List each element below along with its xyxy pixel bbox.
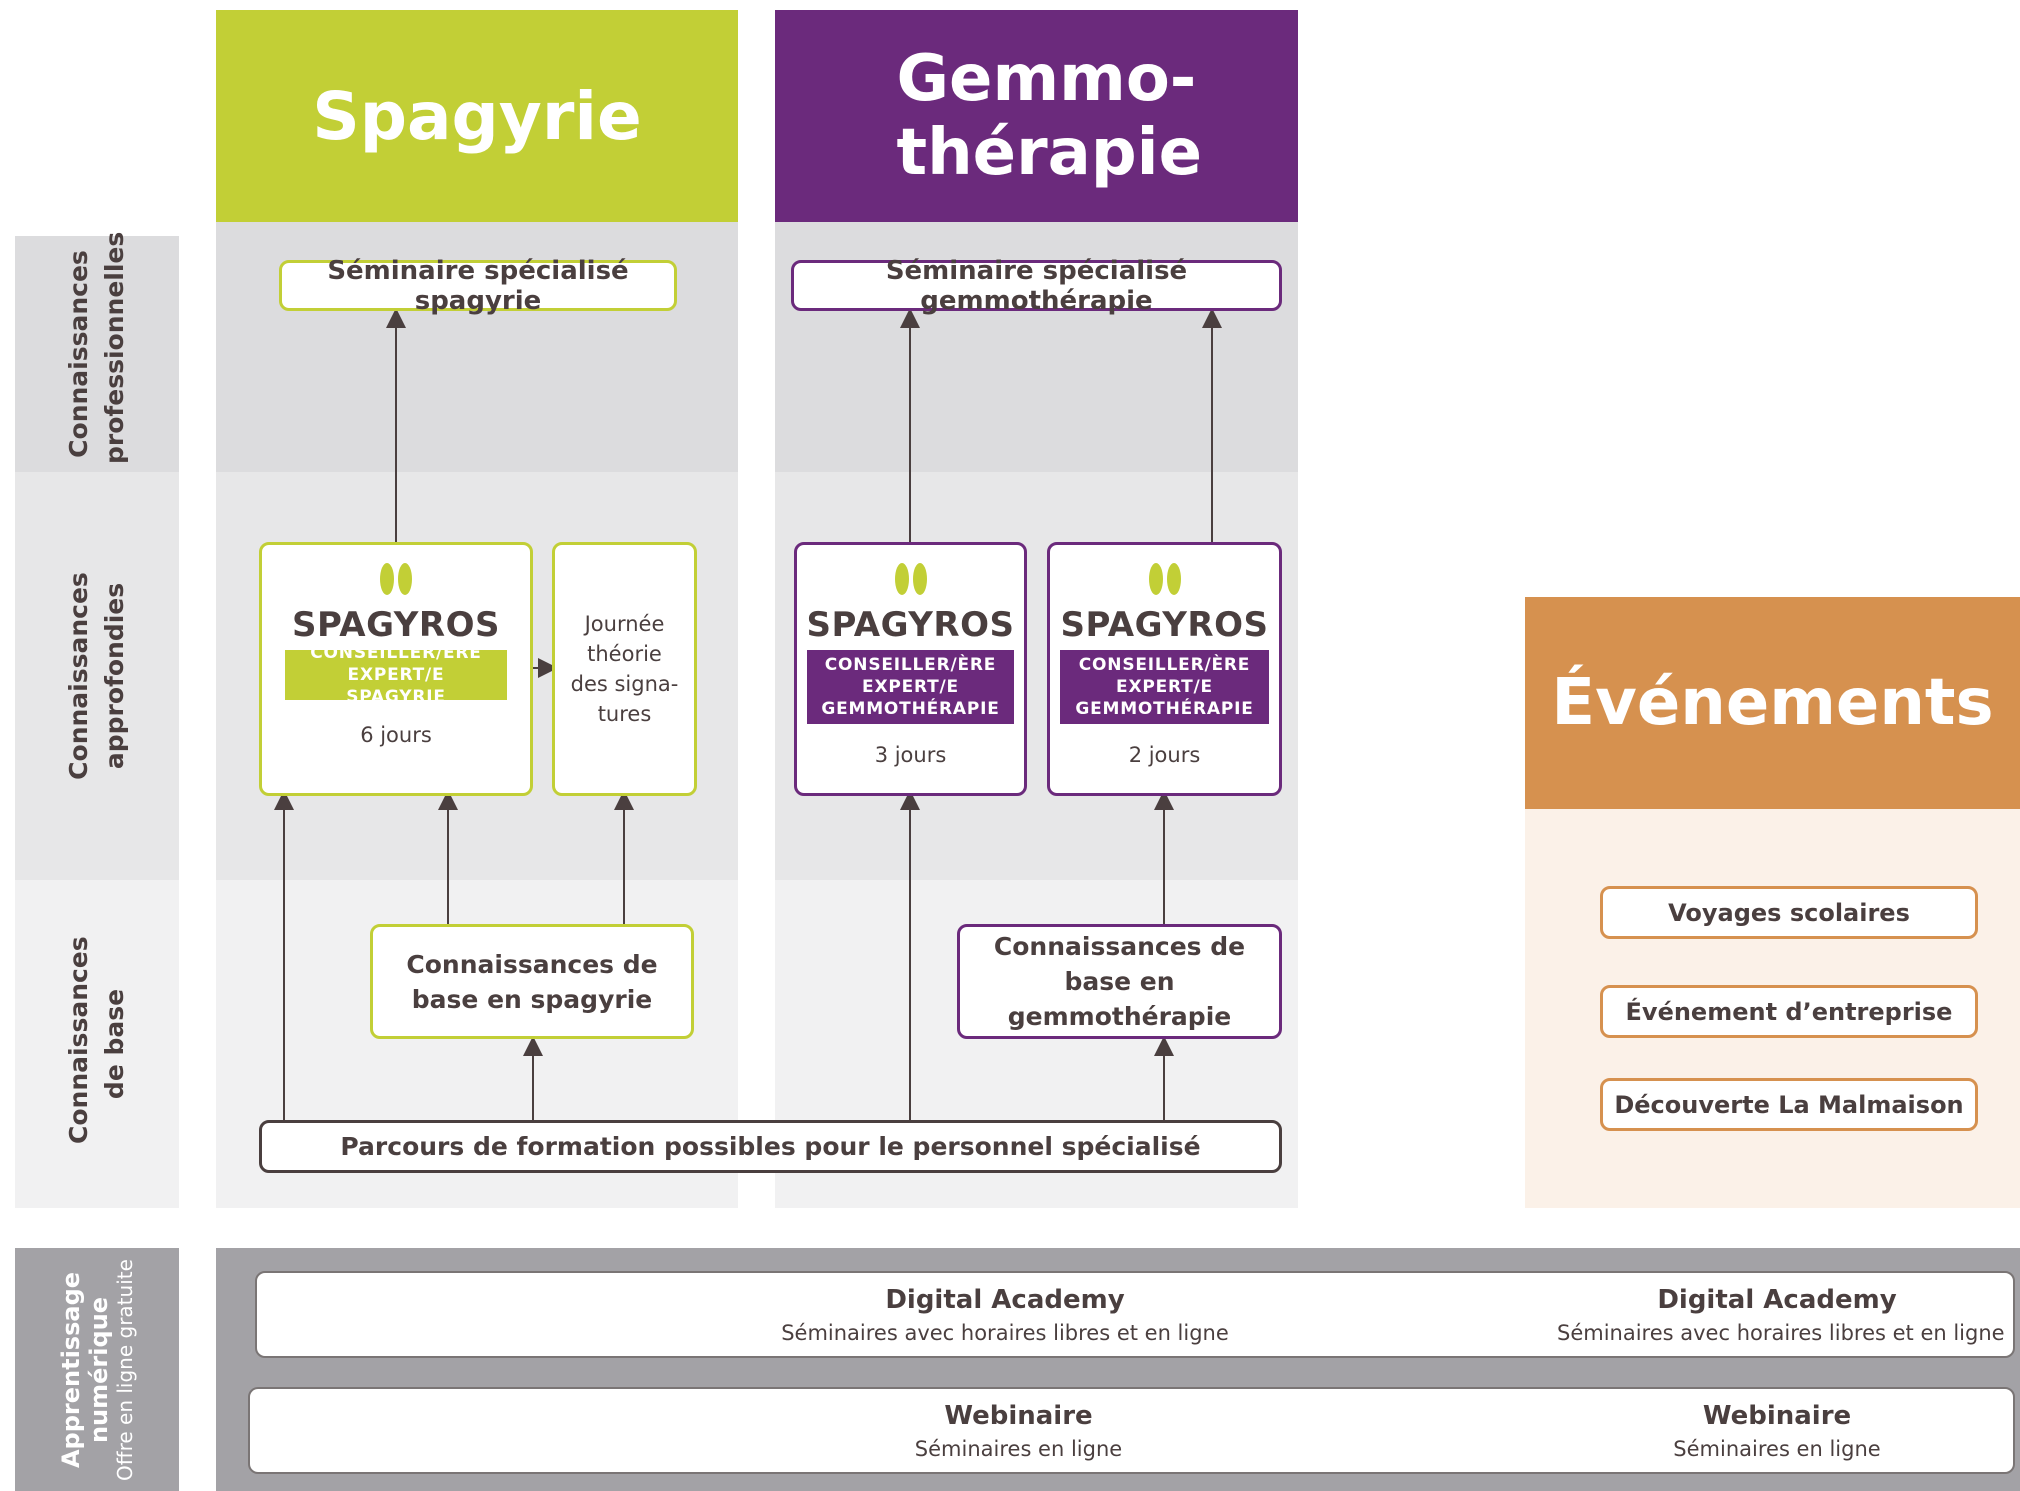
digital-academy-title-left: Digital Academy xyxy=(885,1285,1125,1315)
seminaire-gemmotherapie: Séminaire spécialisé gemmothérapie xyxy=(791,256,1282,316)
row-label-base: Connaissances de base xyxy=(15,880,179,1208)
webinaire-title-left: Webinaire xyxy=(944,1401,1093,1431)
spagyros-card-gemmo-1: SPAGYROS CONSEILLER/ÈRE EXPERT/E GEMMOTH… xyxy=(794,542,1027,796)
spagyros-duration: 3 jours xyxy=(874,743,947,767)
spagyros-duration: 2 jours xyxy=(1128,743,1201,767)
spagyros-card-gemmo-2: SPAGYROS CONSEILLER/ÈRE EXPERT/E GEMMOTH… xyxy=(1047,542,1282,796)
base-gemmotherapie-label: Connaissances de base en gemmothérapie xyxy=(993,932,1246,1031)
spagyros-leaf-icon xyxy=(380,563,394,595)
digital-academy-sub-left: Séminaires avec horaires libres et en li… xyxy=(781,1321,1229,1345)
base-gemmotherapie: Connaissances de base en gemmothérapie xyxy=(957,924,1282,1039)
spagyros-card-spagyrie: SPAGYROS CONSEILLER/ÈRE EXPERT/E SPAGYRI… xyxy=(259,542,533,796)
spagyros-brand: SPAGYROS xyxy=(292,605,500,645)
evenements-header: Événements xyxy=(1525,597,2020,809)
spagyros-brand: SPAGYROS xyxy=(1060,605,1269,645)
spagyros-leaf-icon xyxy=(1167,563,1181,595)
seminaire-spagyrie-label: Séminaire spécialisé spagyrie xyxy=(327,255,629,316)
evenement-item-label: Découverte La Malmaison xyxy=(1614,1090,1964,1119)
gemmo-title: Gemmo-thérapie xyxy=(896,42,1202,190)
spagyros-tag: CONSEILLER/ÈRE EXPERT/E GEMMOTHÉRAPIE xyxy=(807,650,1014,724)
spagyros-leaf-icon xyxy=(398,563,412,595)
spagyros-duration: 6 jours xyxy=(360,723,432,747)
spagyros-tag: CONSEILLER/ÈRE EXPERT/E SPAGYRIE xyxy=(285,643,507,707)
parcours-box: Parcours de formation possibles pour le … xyxy=(259,1120,1282,1173)
gemmo-header: Gemmo-thérapie xyxy=(775,10,1298,222)
journee-theorie-label: Journée théorie des signa-tures xyxy=(570,612,679,726)
spagyros-brand: SPAGYROS xyxy=(806,605,1015,645)
digital-academy-pill: Digital Academy Séminaires avec horaires… xyxy=(255,1271,2015,1358)
evenements-title: Événements xyxy=(1551,666,1994,740)
webinaire-pill: Webinaire Séminaires en ligne Webinaire … xyxy=(248,1387,2015,1474)
spagyros-leaf-icon xyxy=(913,563,927,595)
evenement-item-malmaison: Découverte La Malmaison xyxy=(1600,1078,1978,1131)
parcours-label: Parcours de formation possibles pour le … xyxy=(340,1132,1201,1161)
spagyros-leaf-icon xyxy=(895,563,909,595)
base-spagyrie: Connaissances de base en spagyrie xyxy=(370,924,694,1039)
webinaire-title-right: Webinaire xyxy=(1702,1401,1852,1431)
evenement-item-label: Voyages scolaires xyxy=(1668,898,1910,927)
base-spagyrie-label: Connaissances de base en spagyrie xyxy=(406,949,658,1014)
row-label-numerique: Apprentissage numérique Offre en ligne g… xyxy=(15,1248,179,1491)
row-label-professionnelles: Connaissances professionnelles xyxy=(15,232,179,472)
evenement-item-label: Événement d’entreprise xyxy=(1625,997,1953,1026)
row-label-approfondies: Connaissances approfondies xyxy=(15,472,179,880)
webinaire-sub-left: Séminaires en ligne xyxy=(914,1437,1123,1461)
digital-academy-sub-right: Séminaires avec horaires libres et en li… xyxy=(1557,1321,2005,1345)
evenement-item-voyages: Voyages scolaires xyxy=(1600,886,1978,939)
journee-theorie-card: Journée théorie des signa-tures xyxy=(552,542,697,796)
seminaire-spagyrie: Séminaire spécialisé spagyrie xyxy=(279,256,677,316)
spagyros-leaf-icon xyxy=(1149,563,1163,595)
digital-academy-title-right: Digital Academy xyxy=(1657,1285,1897,1315)
spagyrie-title: Spagyrie xyxy=(312,77,642,155)
spagyros-tag: CONSEILLER/ÈRE EXPERT/E GEMMOTHÉRAPIE xyxy=(1060,650,1269,724)
spagyrie-header: Spagyrie xyxy=(216,10,738,222)
webinaire-sub-right: Séminaires en ligne xyxy=(1673,1437,1881,1461)
evenement-item-entreprise: Événement d’entreprise xyxy=(1600,985,1978,1038)
seminaire-gemmotherapie-label: Séminaire spécialisé gemmothérapie xyxy=(885,255,1188,316)
